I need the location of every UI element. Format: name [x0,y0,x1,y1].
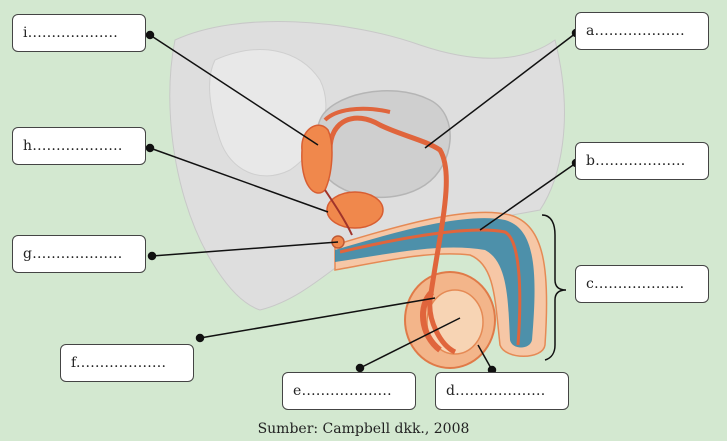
label-box-e[interactable]: e................... [282,372,416,410]
vas-deferens-upper [323,106,391,122]
leader-b [479,162,577,231]
label-box-d[interactable]: d................... [435,372,569,410]
leader-g-dot [147,251,157,261]
label-box-a[interactable]: a................... [575,12,709,50]
leader-e-dot [355,363,365,373]
label-box-g[interactable]: g................... [12,235,146,273]
leader-h [149,147,329,213]
leader-h-dot [145,143,155,153]
label-box-b[interactable]: b................... [575,142,709,180]
leader-f-dot [195,333,205,343]
spongy-tissue [335,218,535,348]
leader-g [151,241,339,257]
leader-i [149,34,319,146]
leader-d [477,344,493,371]
seminal-vesicle-shape [301,124,333,194]
source-caption: Sumber: Campbell dkk., 2008 [257,421,470,437]
urethra-line [339,228,522,346]
prostate-shape [326,191,384,229]
label-box-f[interactable]: f................... [60,344,194,382]
vas-deferens [327,115,457,355]
leader-e [359,317,461,369]
ejaculatory-duct [324,189,353,236]
label-box-c[interactable]: c................... [575,265,709,303]
leader-a [424,32,577,149]
label-box-i[interactable]: i................... [12,14,146,52]
bracket-c [541,214,567,361]
leader-i-dot [145,30,155,40]
label-box-h[interactable]: h................... [12,127,146,165]
leader-f [199,297,436,339]
